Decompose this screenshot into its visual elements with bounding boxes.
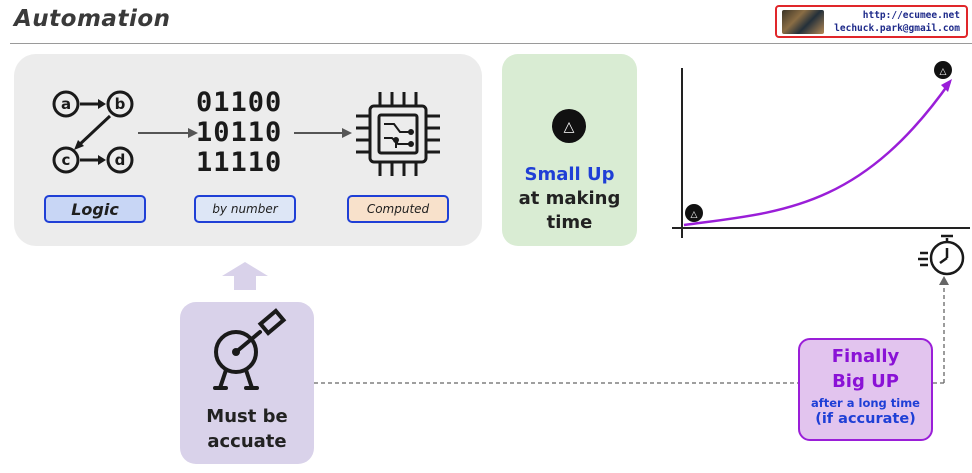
- svg-text:△: △: [940, 67, 947, 77]
- big-up-label: Big UP: [832, 371, 899, 392]
- credit-badge: http://ecumee.net lechuck.park@gmail.com: [775, 5, 968, 38]
- binary-row: 11110: [196, 147, 283, 178]
- logic-letter-c: c: [62, 151, 71, 169]
- cpu-chip-icon: [356, 92, 440, 176]
- logic-letter-b: b: [115, 95, 126, 113]
- growth-curve: [683, 81, 952, 227]
- small-up-subtext: at making: [518, 188, 621, 209]
- logic-flow-icon: a b c d: [52, 90, 134, 174]
- by-number-tag: by number: [194, 195, 296, 223]
- small-up-subtext: time: [546, 212, 593, 233]
- svg-text:△: △: [564, 119, 575, 135]
- start-marker: △: [685, 204, 703, 222]
- delta-marker: △: [552, 109, 586, 143]
- up-arrow-icon: [222, 262, 268, 290]
- binary-numbers: 01100 10110 11110: [196, 88, 296, 178]
- page-title: Automation: [14, 6, 171, 32]
- number-to-cpu-arrow: [294, 128, 352, 138]
- credit-email[interactable]: lechuck.park@gmail.com: [834, 23, 960, 34]
- big-up-panel: [798, 338, 933, 441]
- logic-to-number-arrow: [138, 128, 198, 138]
- big-up-label: Finally: [831, 346, 900, 367]
- logic-tag: Logic: [44, 195, 146, 223]
- accuracy-label: accuate: [207, 431, 287, 452]
- dashed-connector: [314, 276, 949, 384]
- big-up-subtext: after a long time: [811, 396, 920, 410]
- small-up-panel: [502, 54, 637, 246]
- growth-graph: △ △: [672, 61, 970, 238]
- accuracy-label: Must be: [206, 406, 288, 427]
- credit-url[interactable]: http://ecumee.net: [862, 10, 960, 21]
- end-marker: △: [934, 61, 952, 79]
- binary-row: 10110: [196, 117, 283, 148]
- logic-letter-a: a: [61, 95, 71, 113]
- title-divider: [10, 43, 972, 44]
- accuracy-panel: [180, 302, 314, 464]
- big-up-condition: (if accurate): [815, 411, 916, 427]
- author-avatar: [782, 10, 824, 34]
- computed-tag: Computed: [347, 195, 449, 223]
- telescope-icon: [213, 308, 287, 390]
- svg-text:△: △: [691, 210, 698, 220]
- logic-letter-d: d: [115, 151, 126, 169]
- small-up-label: Small Up: [524, 164, 615, 185]
- stopwatch-icon: [918, 234, 965, 276]
- binary-row: 01100: [196, 87, 283, 118]
- curve-arrowhead: [941, 79, 952, 92]
